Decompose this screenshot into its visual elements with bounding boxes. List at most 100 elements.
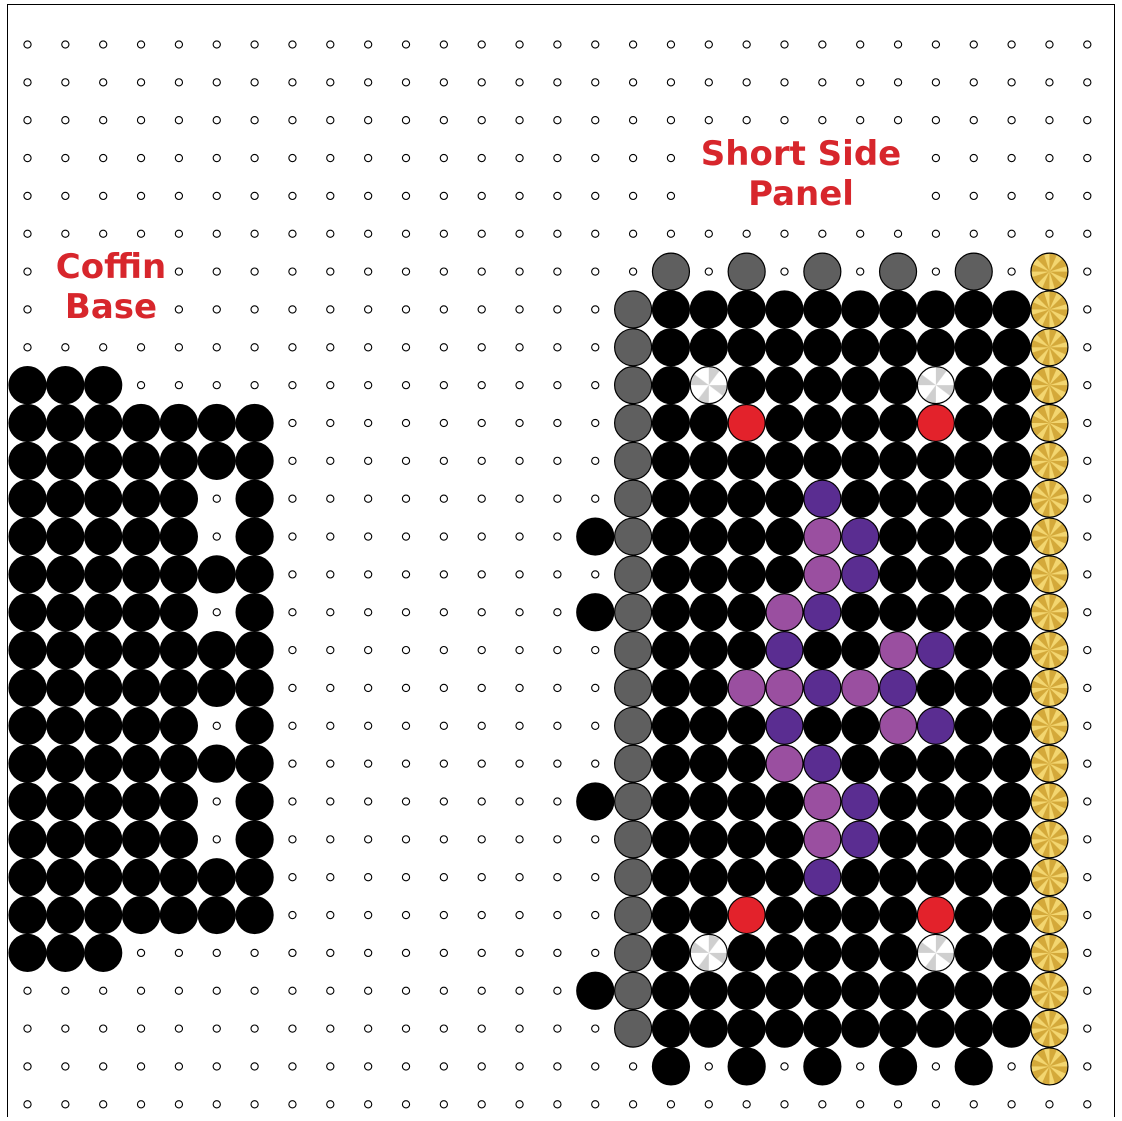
empty-peg xyxy=(289,1063,296,1070)
bead-black xyxy=(160,518,197,555)
empty-peg xyxy=(781,117,788,124)
short-side-panel-label: Short Side Panel xyxy=(692,134,910,214)
empty-peg xyxy=(440,722,447,729)
bead-gold xyxy=(1031,1048,1068,1085)
bead-black xyxy=(955,897,992,934)
bead-gold xyxy=(1031,934,1068,971)
empty-peg xyxy=(289,192,296,199)
empty-peg xyxy=(857,79,864,86)
empty-peg xyxy=(478,1101,485,1108)
empty-peg xyxy=(516,987,523,994)
bead-purple xyxy=(880,707,917,744)
empty-peg xyxy=(1084,154,1091,161)
bead-purple xyxy=(804,783,841,820)
bead-violet xyxy=(842,556,879,593)
bead-violet xyxy=(917,632,954,669)
empty-peg xyxy=(251,117,258,124)
empty-peg xyxy=(554,571,561,578)
empty-peg xyxy=(289,1025,296,1032)
empty-peg xyxy=(251,268,258,275)
bead-black xyxy=(917,783,954,820)
bead-black xyxy=(652,972,689,1009)
bead-black xyxy=(47,405,84,442)
bead-black xyxy=(728,783,765,820)
empty-peg xyxy=(402,268,409,275)
bead-gray xyxy=(615,632,652,669)
bead-black xyxy=(955,632,992,669)
empty-peg xyxy=(327,1025,334,1032)
empty-peg xyxy=(554,533,561,540)
bead-black xyxy=(917,291,954,328)
bead-gold xyxy=(1031,972,1068,1009)
bead-black xyxy=(123,859,160,896)
bead-black xyxy=(842,442,879,479)
bead-gray xyxy=(804,253,841,290)
empty-peg xyxy=(1046,117,1053,124)
empty-peg xyxy=(705,117,712,124)
bead-black xyxy=(728,632,765,669)
empty-peg xyxy=(327,268,334,275)
bead-black xyxy=(955,934,992,971)
bead-violet xyxy=(804,859,841,896)
bead-black xyxy=(690,745,727,782)
empty-peg xyxy=(1084,987,1091,994)
bead-black xyxy=(880,594,917,631)
empty-peg xyxy=(478,382,485,389)
bead-black xyxy=(85,859,122,896)
empty-peg xyxy=(1008,1063,1015,1070)
empty-peg xyxy=(592,722,599,729)
empty-peg xyxy=(251,41,258,48)
empty-peg xyxy=(1084,722,1091,729)
empty-peg xyxy=(402,344,409,351)
empty-peg xyxy=(100,344,107,351)
empty-peg xyxy=(24,192,31,199)
empty-peg xyxy=(857,1101,864,1108)
empty-peg xyxy=(24,41,31,48)
bead-gray xyxy=(728,253,765,290)
bead-black xyxy=(652,442,689,479)
empty-peg xyxy=(365,798,372,805)
bead-black xyxy=(955,291,992,328)
bead-black xyxy=(993,669,1030,706)
empty-peg xyxy=(365,154,372,161)
bead-black xyxy=(804,329,841,366)
bead-black xyxy=(236,518,273,555)
empty-peg xyxy=(857,1063,864,1070)
bead-gray xyxy=(615,367,652,404)
bead-black xyxy=(47,859,84,896)
empty-peg xyxy=(970,230,977,237)
bead-white xyxy=(917,367,954,404)
empty-peg xyxy=(327,344,334,351)
bead-black xyxy=(728,329,765,366)
bead-black xyxy=(47,632,84,669)
bead-gray xyxy=(615,783,652,820)
bead-black xyxy=(85,897,122,934)
empty-peg xyxy=(554,760,561,767)
bead-black xyxy=(728,367,765,404)
empty-peg xyxy=(327,230,334,237)
coffin-base-label-line-2: Base xyxy=(50,287,172,327)
bead-black xyxy=(993,480,1030,517)
empty-peg xyxy=(327,836,334,843)
empty-peg xyxy=(1046,41,1053,48)
bead-black xyxy=(85,669,122,706)
bead-gold xyxy=(1031,594,1068,631)
empty-peg xyxy=(1084,457,1091,464)
empty-peg xyxy=(478,457,485,464)
bead-black xyxy=(993,1010,1030,1047)
bead-gold xyxy=(1031,556,1068,593)
bead-gray xyxy=(615,745,652,782)
bead-violet xyxy=(842,783,879,820)
bead-black xyxy=(993,821,1030,858)
empty-peg xyxy=(592,154,599,161)
empty-peg xyxy=(327,722,334,729)
empty-peg xyxy=(213,41,220,48)
bead-black xyxy=(842,745,879,782)
empty-peg xyxy=(667,79,674,86)
bead-black xyxy=(160,669,197,706)
bead-black xyxy=(880,518,917,555)
bead-black xyxy=(993,859,1030,896)
empty-peg xyxy=(62,1101,69,1108)
bead-gold xyxy=(1031,1010,1068,1047)
empty-peg xyxy=(554,306,561,313)
